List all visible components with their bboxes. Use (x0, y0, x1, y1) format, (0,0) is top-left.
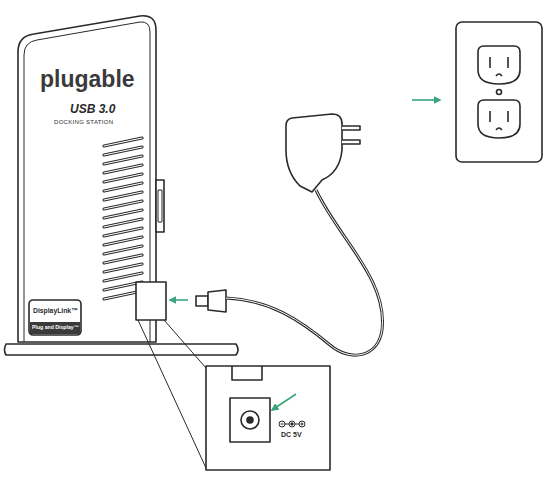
vent-slot-inner (104, 165, 142, 173)
vent-slot (104, 255, 142, 263)
vent-slot (104, 201, 142, 209)
vent-slot-inner (104, 138, 142, 146)
vent-slot (104, 210, 142, 218)
power-cable (226, 190, 383, 355)
vent-slot (104, 192, 142, 200)
vent-slot (104, 174, 142, 182)
inset-socket (230, 398, 270, 442)
vent-slot-inner (104, 147, 142, 155)
vent-slot (104, 147, 142, 155)
dc-plug-tip (196, 296, 208, 306)
vent-slot (104, 138, 142, 146)
dock-housing-inner (24, 22, 150, 342)
badge-slogan: Plug and Display™ (32, 325, 79, 330)
vent-slot-inner (104, 237, 142, 245)
vent-slot-inner (104, 192, 142, 200)
socket-arrow (272, 394, 296, 410)
vent-slot-inner (104, 156, 142, 164)
zoom-leader (138, 320, 206, 468)
displaylink-badge (29, 300, 81, 335)
inset-tab (232, 366, 262, 380)
vent-slot (104, 165, 142, 173)
wall-outlet (456, 22, 542, 162)
outlet-receptacle (478, 100, 520, 138)
outlet-receptacle (478, 46, 520, 84)
polarity-symbol (279, 421, 305, 427)
vent-slot-inner (104, 228, 142, 236)
power-adapter (286, 114, 342, 192)
side-port-inner (158, 190, 162, 222)
vent-slot (104, 273, 142, 281)
power-socket (136, 282, 166, 320)
dock-base (5, 344, 239, 355)
vent-slot-inner (104, 174, 142, 182)
power-cable-core (226, 190, 383, 355)
vent-slot (104, 156, 142, 164)
vent-slot (104, 183, 142, 191)
dc-plug-body (208, 290, 226, 312)
zoom-inset (206, 366, 330, 470)
vent-slot-inner (104, 255, 142, 263)
adapter-prong (342, 140, 360, 144)
vent-slot-inner (104, 210, 142, 218)
vent-slot-inner (104, 273, 142, 281)
vent-slot-inner (104, 183, 142, 191)
vent-slot (104, 228, 142, 236)
adapter-prong (342, 126, 360, 130)
badge-band (30, 322, 80, 334)
vent-slot (104, 219, 142, 227)
vent-slot (104, 264, 142, 272)
outlet-arrow (412, 99, 440, 101)
vent-slot-inner (104, 201, 142, 209)
zoom-leader (164, 320, 206, 368)
badge-brand: DisplayLink™ (33, 308, 78, 315)
vent-slot-inner (104, 219, 142, 227)
product-subtitle: DOCKING STATION (54, 119, 113, 125)
voltage-rating: DC 5V (281, 431, 302, 438)
side-port (156, 180, 164, 232)
vent-slot-inner (104, 246, 142, 254)
vent-slot (104, 246, 142, 254)
product-line: USB 3.0 (70, 103, 115, 115)
vent-slot-inner (104, 264, 142, 272)
vent-slots (104, 138, 142, 299)
brand-logo: plugable (40, 68, 135, 91)
plug-arrow (170, 299, 188, 301)
vent-slot (104, 237, 142, 245)
